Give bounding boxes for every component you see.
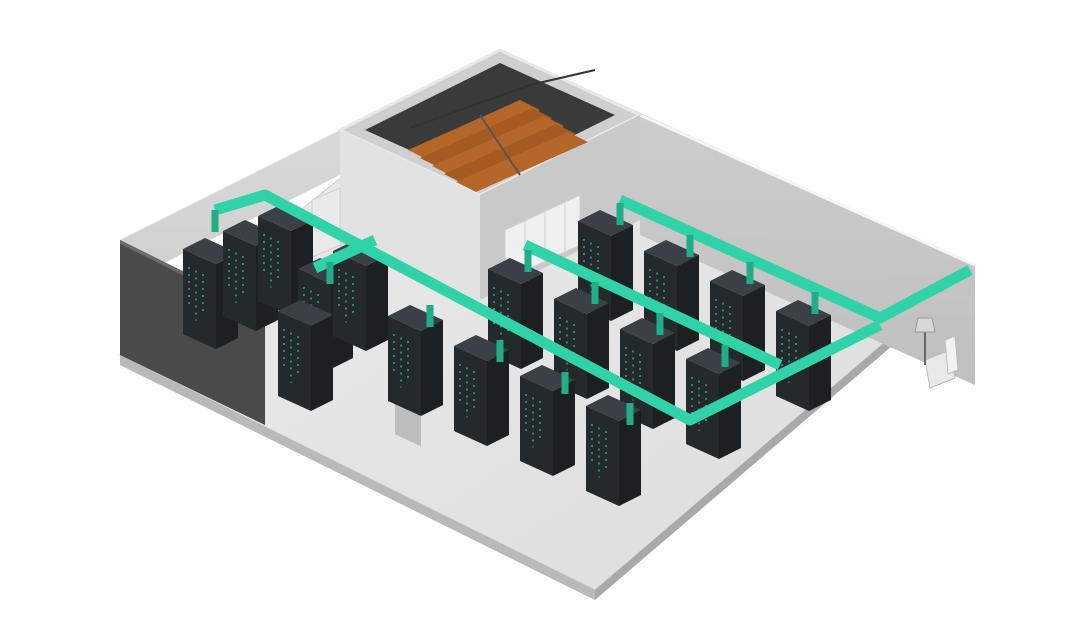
rack-top: [520, 365, 575, 391]
floor-lamp: [914, 317, 936, 365]
cooling-pipe-middle-run: [522, 240, 783, 370]
rack-top: [710, 270, 765, 296]
cooling-pipe-main: [213, 189, 883, 426]
rack-top: [333, 240, 388, 266]
server-rack: [454, 335, 509, 446]
cooling-pipes: [211, 189, 973, 426]
rack-front: [520, 376, 553, 476]
rack-front: [333, 251, 366, 351]
rack-top: [258, 205, 313, 231]
rack-top: [686, 348, 741, 374]
rack-side: [677, 255, 699, 351]
rack-front: [454, 346, 487, 446]
rack-top: [620, 318, 675, 344]
floor-edge-right: [595, 265, 975, 600]
cooling-pipe-left-branch: [312, 235, 378, 273]
rack-front: [183, 249, 216, 349]
rack-top: [776, 300, 831, 326]
rack-side: [809, 315, 831, 411]
rack-side: [521, 273, 543, 369]
cooling-pipe-back-run: [617, 194, 973, 324]
rack-front: [586, 406, 619, 506]
rack-side: [619, 410, 641, 506]
rack-top: [554, 288, 609, 314]
wall-top-edge: [639, 113, 976, 267]
rack-front: [776, 311, 809, 411]
rack-side: [743, 285, 765, 381]
rack-top: [578, 210, 633, 236]
server-rack: [388, 305, 443, 416]
rack-front: [258, 216, 291, 316]
server-rack: [554, 288, 609, 399]
rack-side: [587, 303, 609, 399]
rack-front: [223, 231, 256, 331]
rack-side: [421, 320, 443, 416]
server-racks: [183, 205, 831, 506]
server-rack: [776, 300, 831, 411]
server-rack: [520, 365, 575, 476]
floor-edge-left: [120, 355, 595, 600]
rack-front: [388, 316, 421, 416]
rack-top: [644, 240, 699, 266]
rack-front: [278, 311, 311, 411]
rack-side: [487, 350, 509, 446]
rack-side: [719, 363, 741, 459]
server-rack: [278, 300, 333, 411]
server-rack: [333, 240, 388, 351]
rack-side: [366, 255, 388, 351]
rack-side: [311, 315, 333, 411]
rack-top: [278, 300, 333, 326]
rack-side: [553, 380, 575, 476]
staircase: [408, 69, 596, 192]
rack-side: [611, 225, 633, 321]
lounge-chair: [924, 335, 959, 389]
rack-top: [454, 335, 509, 361]
rack-top: [488, 258, 543, 284]
core-room-front-left: [340, 130, 480, 300]
